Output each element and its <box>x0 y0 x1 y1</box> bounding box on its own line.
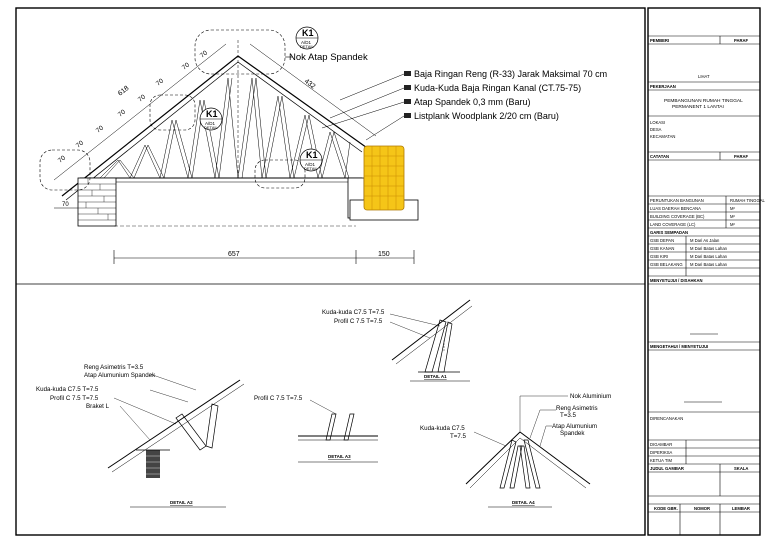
tb-row-k: LAND COVERAGE (LC) <box>650 222 696 227</box>
tb-project-1: PEMBANGUNAN RUMAH TINGGAL <box>664 98 743 104</box>
k1-callout-mid-sub: A/D1 <box>205 121 216 126</box>
dim-seg-1: 70 <box>57 154 67 164</box>
detail-a2-label-atap: Atap Alumunium Spandek <box>84 372 156 379</box>
detail-a4-label-nok: Nok Aluminium <box>570 393 611 400</box>
detail-a3: Profil C 7.5 T=7.5 DETAIL A3 <box>254 395 378 463</box>
detail-a1-label-kuda: Kuda-kuda C7.5 T=7.5 <box>322 309 385 316</box>
detail-a2-label-profil: Profil C 7.5 T=7.5 <box>50 395 99 402</box>
tb-ketua-tim: KETUA TIM <box>650 458 673 463</box>
tb-gsb-k: GSB DEPAN <box>650 238 674 243</box>
tb-row-k: LUAS DAERAH BENCANA <box>650 206 701 211</box>
tb-row-v: M² <box>730 206 735 211</box>
k1-callout-mid-det: DETAIL <box>204 125 218 130</box>
detail-a4-label-kuda: Kuda-kuda C7.5 <box>420 425 465 432</box>
detail-a4-label-atap-2: Spandek <box>560 430 585 437</box>
water-tank <box>363 145 405 211</box>
detail-a2-title: DETAIL A2 <box>170 500 193 505</box>
legend-item-reng: Baja Ringan Reng (R-33) Jarak Maksimal 7… <box>414 69 607 79</box>
dim-618: 618 <box>117 85 131 98</box>
legend-item-atap: Atap Spandek 0,3 mm (Baru) <box>414 97 531 107</box>
tb-row-v: M² <box>730 214 735 219</box>
tb-gsb-k: GSB KANAN <box>650 246 674 251</box>
tb-desa: DESA <box>650 127 662 132</box>
tb-gsb-v: M Dari Batas Lahan <box>690 262 728 267</box>
k1-callout-low: K1 <box>306 150 318 160</box>
title-block-border <box>647 7 761 536</box>
k1-callout-top: K1 <box>302 28 314 38</box>
dim-eave: 70 <box>62 202 69 208</box>
detail-a4-label-atap: Atap Alumunium <box>552 423 597 430</box>
tb-pemberi: PEMBERI <box>650 38 669 43</box>
dim-seg-2: 70 <box>75 139 85 149</box>
detail-a1-label-profil: Profil C 7.5 T=7.5 <box>334 318 383 325</box>
k1-callout-mid: K1 <box>206 109 218 119</box>
tb-mengetahui: MENGETAHUI / MENYETUJUI <box>650 344 708 349</box>
k1-callout-top-det: DETAIL <box>300 44 314 49</box>
outer-border <box>15 7 646 536</box>
tb-gsb-v: M Dari As Jalan <box>690 238 720 243</box>
tb-pemilik-name: LIHAT <box>698 74 710 79</box>
dim-657: 657 <box>228 251 240 258</box>
dim-seg-3: 70 <box>95 124 105 134</box>
tb-lembar: LEMBAR <box>732 506 750 511</box>
dim-150: 150 <box>378 251 390 258</box>
dim-432: 432 <box>303 78 317 91</box>
detail-a4-title: DETAIL A4 <box>512 500 535 505</box>
tb-row-k: BUILDING COVERAGE (BC) <box>650 214 705 219</box>
roof-section: K1 A/D1 DETAIL K1 A/D1 DETAIL K1 A/D1 DE… <box>39 26 607 264</box>
tb-diperiksa: DIPERIKSA <box>650 450 673 455</box>
tb-gsb-k: GSB BELAKANG <box>650 262 683 267</box>
tb-menyetujui: MENYETUJUI / DISAHKAN <box>650 278 703 283</box>
dim-seg-4: 70 <box>117 108 127 118</box>
detail-a1-title: DETAIL A1 <box>424 374 447 379</box>
tb-garis-sempadan: GARIS SEMPADAN <box>650 230 688 235</box>
tb-paraf-2: PARAF <box>734 154 749 159</box>
nok-label: Nok Atap Spandek <box>289 52 368 63</box>
tb-gsb-v: M Dari Batas Lahan <box>690 246 728 251</box>
tb-kode-gbr: KODE GBR. <box>654 506 678 511</box>
dim-seg-7: 70 <box>181 61 191 71</box>
k1-callout-top-sub: A/D1 <box>301 40 312 45</box>
k1-callout-low-sub: A/D1 <box>305 162 316 167</box>
tb-lokasi: LOKASI <box>650 120 665 125</box>
detail-a2-label-reng: Reng Asimetris T=3.5 <box>84 364 144 371</box>
tb-paraf: PARAF <box>734 38 749 43</box>
tb-peruntukan: PERUNTUKAN BANGUNAN <box>650 198 704 203</box>
dim-seg-6: 70 <box>155 77 165 87</box>
tb-peruntukan-val: RUMAH TINGGAL <box>730 198 765 203</box>
detail-a2: Reng Asimetris T=3.5 Atap Alumunium Span… <box>36 364 245 508</box>
tb-gsb-v: M Dari Batas Lahan <box>690 254 728 259</box>
detail-a3-title: DETAIL A3 <box>328 454 351 459</box>
tb-direncanakan: DIRENCANAKAN <box>650 416 683 421</box>
detail-a1: Kuda-kuda C7.5 T=7.5 Profil C 7.5 T=7.5 … <box>322 299 473 382</box>
title-block-grid <box>648 35 760 535</box>
tb-kecamatan: KECAMATAN <box>650 134 675 139</box>
tb-skala: SKALA <box>734 466 748 471</box>
tb-gsb-k: GSB KIRI <box>650 254 668 259</box>
tb-judul-gambar: JUDUL GAMBAR <box>650 466 684 471</box>
detail-a4-label-reng-t: T=3.5 <box>560 412 577 419</box>
tb-project-2: PERMANENT 1 LANTAI <box>672 104 724 110</box>
tb-pekerjaan: PEKERJAAN <box>650 84 676 89</box>
legend-item-listplank: Listplank Woodplank 2/20 cm (Baru) <box>414 111 559 121</box>
detail-a4-label-reng: Reng Asimetris <box>556 405 598 412</box>
k1-callout-low-det: DETAIL <box>304 166 318 171</box>
tb-digambar: DIGAMBAR <box>650 442 672 447</box>
dim-seg-8: 70 <box>199 49 209 59</box>
tb-catatan: CATATAN <box>650 154 669 159</box>
legend-item-kuda: Kuda-Kuda Baja Ringan Kanal (CT.75-75) <box>414 83 581 93</box>
dim-seg-5: 70 <box>137 93 147 103</box>
detail-a2-label-braket: Braket L <box>86 403 110 410</box>
detail-a3-label-profil: Profil C 7.5 T=7.5 <box>254 395 303 402</box>
detail-a2-label-kuda: Kuda-kuda C7.5 T=7.5 <box>36 386 99 393</box>
detail-a4: Nok Aluminium Reng Asimetris T=3.5 Atap … <box>420 393 611 508</box>
tb-nomor: NOMOR <box>694 506 710 511</box>
detail-a4-label-kuda-t: T=7.5 <box>450 433 467 440</box>
tb-row-v: M² <box>730 222 735 227</box>
